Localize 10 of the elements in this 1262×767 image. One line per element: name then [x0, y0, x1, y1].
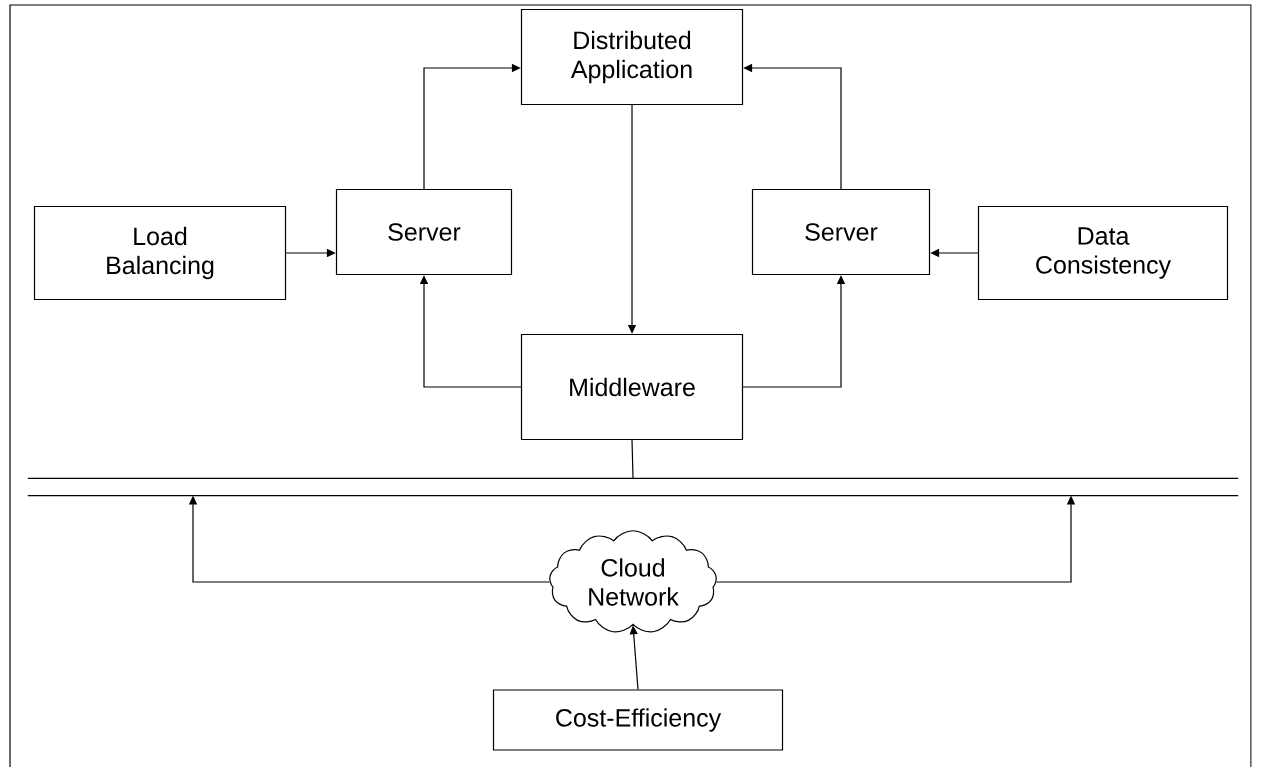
arrow [423, 63, 521, 190]
process-box: Cost-Efficiency [492, 689, 784, 751]
process-box: Server [751, 188, 931, 276]
process-box: Middleware [520, 333, 744, 441]
process-box: Server [335, 188, 513, 276]
arrow [419, 275, 522, 388]
bus-line [27, 477, 1239, 497]
process-box: Data Consistency [977, 205, 1229, 301]
process-box: Load Balancing [33, 205, 287, 301]
process-box: Distributed Application [520, 8, 744, 106]
